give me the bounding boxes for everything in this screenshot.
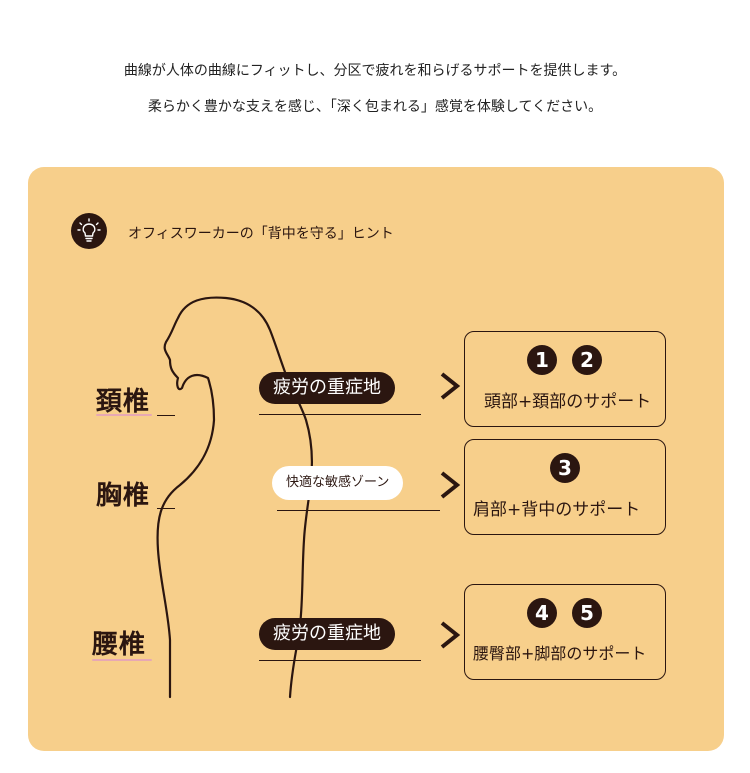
- comfort-zone-badge: 快適な敏感ゾーン: [272, 466, 404, 500]
- support-label-shoulder-back: 肩部+背中のサポート: [473, 500, 641, 520]
- thoracic-label: 胸椎: [96, 481, 151, 511]
- fatigue-badge-top: 疲労の重症地: [259, 372, 395, 404]
- number-badge-5: 5: [572, 598, 602, 628]
- lumbar-label: 腰椎: [92, 630, 147, 660]
- number-badge-2: 2: [572, 345, 602, 375]
- thoracic-tick: [157, 508, 175, 509]
- comfort-line: [277, 510, 440, 511]
- support-box-hip-legs: [464, 584, 666, 680]
- chevron-right-icon: [440, 471, 461, 499]
- hint-title: オフィスワーカーの「背中を守る」ヒント: [128, 226, 394, 242]
- support-box-head-neck: [464, 331, 666, 427]
- fatigue-badge-bottom: 疲労の重症地: [259, 618, 395, 650]
- spine-info-panel: [28, 167, 724, 751]
- support-label-head-neck: 頭部+頚部のサポート: [484, 392, 652, 412]
- support-box-shoulder-back: [464, 439, 666, 535]
- fatigue-line-top: [259, 414, 421, 415]
- cervical-label: 頚椎: [96, 387, 151, 417]
- support-label-hip-legs: 腰臀部+脚部のサポート: [473, 644, 647, 663]
- lightbulb-icon: [71, 213, 107, 249]
- number-badge-3: 3: [550, 453, 580, 483]
- intro-line-1: 曲線が人体の曲線にフィットし、分区で疲れを和らげるサポートを提供します。: [123, 63, 627, 79]
- fatigue-line-bottom: [259, 660, 421, 661]
- cervical-underline: [96, 414, 152, 416]
- chevron-right-icon: [440, 372, 461, 400]
- intro-line-2: 柔らかく豊かな支えを感じ、「深く包まれる」感覚を体験してください。: [147, 99, 603, 115]
- chevron-right-icon: [440, 621, 461, 649]
- number-badge-1: 1: [527, 345, 557, 375]
- number-badge-4: 4: [527, 598, 557, 628]
- lumbar-underline: [92, 659, 152, 661]
- cervical-tick: [157, 415, 175, 416]
